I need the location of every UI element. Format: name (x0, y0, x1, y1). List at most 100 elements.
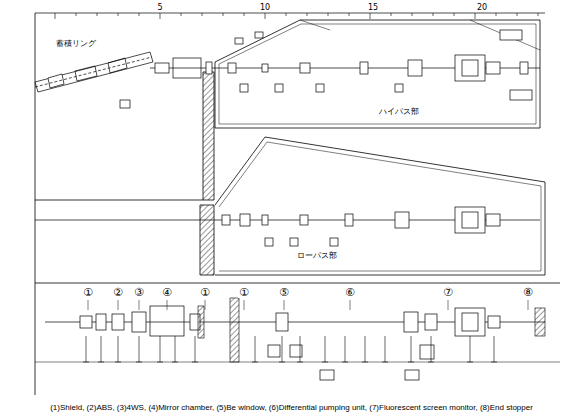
lower-beamline (486, 214, 500, 226)
callout-leader (118, 300, 119, 310)
upper-beamline (120, 30, 540, 108)
upper-tunnel-wall (203, 72, 214, 200)
support-stand (86, 336, 87, 362)
upper-beamline (500, 30, 522, 40)
support-stand (411, 336, 412, 362)
callout-number: ⑦ (442, 287, 454, 298)
scale-tick (244, 13, 245, 16)
lower-beamline (330, 238, 338, 246)
support-stand (139, 336, 140, 362)
scale-ruler (35, 13, 545, 14)
lower-beamline (300, 215, 308, 225)
shield-wall (230, 298, 239, 362)
scale-tick (265, 13, 266, 19)
area-label: ハイパス部 (378, 108, 420, 116)
support-stand (255, 336, 256, 362)
shield-wall (198, 306, 204, 338)
elevation-beamline (405, 370, 419, 380)
upper-beamline (120, 100, 130, 108)
elevation-frame (35, 362, 560, 363)
support-stand (157, 362, 163, 363)
support-stand (362, 362, 368, 363)
support-stand (115, 362, 121, 363)
lower-beamline (262, 215, 268, 225)
callout-number: ① (238, 287, 250, 298)
upper-beamline (395, 84, 403, 92)
callout-number: ③ (133, 287, 145, 298)
lower-beamline (290, 238, 298, 246)
elevation-beamline (112, 314, 124, 330)
scale-tick (160, 13, 161, 19)
lower-beamline (345, 214, 353, 226)
support-stand (297, 362, 303, 363)
elevation-beamline (488, 316, 500, 328)
upper-beamline (155, 63, 169, 73)
callout-leader (528, 300, 529, 310)
upper-beamline (235, 38, 243, 44)
support-stand (470, 336, 471, 362)
elevation-beamline (320, 370, 334, 380)
support-stand (282, 336, 283, 362)
storage-ring (75, 66, 97, 81)
elevation-beamline (455, 308, 485, 336)
callout-leader (139, 300, 140, 310)
support-stand (118, 336, 119, 362)
support-stand (172, 362, 178, 363)
scale-tick (76, 13, 77, 16)
upper-beamline (173, 68, 201, 69)
upper-beamline (240, 84, 248, 92)
upper-beamline (510, 90, 532, 100)
elevation-beamline (45, 306, 545, 380)
scale-tick (412, 13, 413, 16)
scale-tick (286, 13, 287, 16)
scale-tick (202, 13, 203, 16)
support-stand (279, 362, 285, 363)
elevation-frame (35, 283, 36, 395)
caption: (1)Shield, (2)ABS, (3)4WS, (4)Mirror cha… (50, 404, 533, 412)
lower-beamline (240, 214, 250, 226)
upper-tunnel-wall (219, 24, 536, 124)
scale-tick (181, 13, 182, 16)
upper-tunnel-wall (35, 200, 203, 201)
upper-beamline (206, 62, 212, 74)
upper-beamline (275, 84, 283, 92)
shield-wall (535, 308, 545, 336)
callout-leader (448, 300, 449, 310)
upper-tunnel-wall (470, 20, 540, 50)
support-stand (325, 336, 326, 362)
support-stand (175, 336, 176, 362)
support-stand (385, 336, 386, 362)
lower-beamline (35, 207, 540, 246)
support-stand (365, 336, 366, 362)
callout-number: ② (112, 287, 124, 298)
support-stand (382, 362, 388, 363)
elevation-beamline (425, 314, 437, 330)
elevation-beamline (150, 322, 184, 323)
support-stand (192, 362, 198, 363)
storage-ring (35, 57, 152, 87)
scale-tick (223, 13, 224, 16)
lower-tunnel-wall (215, 137, 545, 275)
frame-line (35, 13, 36, 283)
support-stand (494, 336, 495, 362)
upper-beamline (486, 62, 500, 74)
callout-leader (88, 300, 528, 310)
lower-beamline (462, 212, 478, 228)
upper-beamline (520, 62, 528, 74)
lower-beamline (222, 215, 230, 225)
lower-tunnel-wall (200, 137, 545, 275)
lower-tunnel-wall (219, 142, 541, 271)
upper-tunnel-wall (215, 20, 540, 128)
elevation-frame (35, 283, 560, 284)
lower-beamline (395, 212, 409, 228)
scale-tick (433, 13, 434, 16)
support-stand (467, 362, 473, 363)
area-label: 蓄積リング (55, 40, 97, 48)
upper-beamline (360, 62, 368, 74)
scale-tick (496, 13, 497, 16)
scale-number: 10 (259, 4, 271, 12)
elevation-beamline (80, 316, 92, 328)
callout-leader (88, 300, 89, 310)
